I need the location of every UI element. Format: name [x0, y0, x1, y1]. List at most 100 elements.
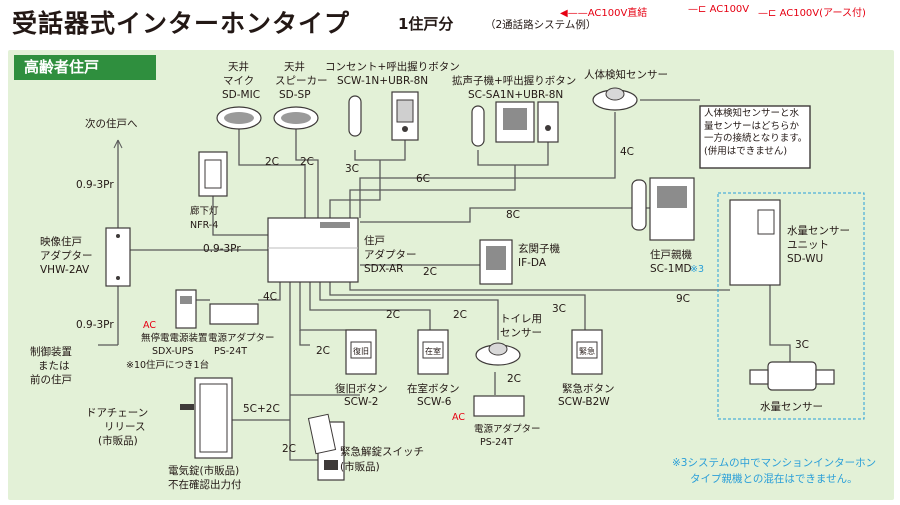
adapter-label-2: アダプター [364, 248, 417, 261]
video-label-1: 映像住戸 [40, 235, 82, 248]
legend-ac-direct: ◀——AC100V直結 [560, 8, 648, 19]
home-name: 在室ボタン [407, 382, 460, 395]
toilet-label-1: トイレ用 [500, 313, 542, 325]
wire-label: 2C [453, 309, 467, 321]
emergency-button-device [571, 329, 603, 375]
extension-device [471, 101, 559, 147]
legend-ac: —⊏ AC100V [688, 4, 750, 15]
home-model: SCW-6 [417, 396, 452, 408]
prev-unit-2: または [38, 360, 70, 372]
wire-label: 2C [300, 156, 314, 168]
wire-label: 0.9-3Pr [76, 179, 114, 191]
ceiling-speaker [273, 106, 319, 130]
unlock-label-2: (市販品) [340, 460, 380, 473]
wire-label: 4C [620, 146, 634, 158]
sp-label-2: スピーカー [275, 75, 328, 87]
ups-model: SDX-UPS [152, 346, 194, 357]
power1-name: 電源アダプター [208, 332, 275, 344]
wire-label: 5C+2C [243, 403, 280, 415]
sp-label-1: 天井 [284, 60, 305, 73]
home-button-device [417, 329, 449, 375]
reset-face: 復旧 [353, 346, 369, 356]
reset-button-device [345, 329, 377, 375]
water-sensor-name: 水量センサー [760, 401, 823, 413]
sensor-note-text: 人体検知センサーと水量センサーはどちらか一方の接続となります。(併用はできません… [704, 108, 808, 157]
wire-label: 3C [552, 303, 566, 315]
lock-label-1: 電気錠(市販品) [168, 464, 239, 477]
door-lock [180, 377, 233, 459]
wire-label: 6C [416, 173, 430, 185]
power-adapter-1 [209, 303, 259, 325]
reset-model: SCW-2 [344, 396, 378, 408]
wire-label: 2C [423, 266, 437, 278]
page-subnote: （2通話路システム例） [485, 19, 597, 31]
ceiling-mic [216, 106, 262, 130]
wiring-lines [98, 99, 791, 461]
wire-label: 0.9-3Pr [203, 243, 241, 255]
sensor-name: 人体検知センサー [584, 68, 668, 81]
power1-model: PS-24T [214, 346, 247, 357]
water-sensor [749, 361, 835, 391]
lock-label-2: 不在確認出力付 [168, 478, 242, 491]
unlock-switch [307, 413, 345, 481]
outlet-device [348, 91, 419, 141]
unlock-label-1: 緊急解錠スイッチ [340, 445, 424, 458]
ups-note: ※10住戸につき1台 [126, 359, 209, 371]
power2-name: 電源アダプター [474, 423, 541, 435]
emergency-face: 緊急 [579, 346, 595, 356]
sensor-note-box [699, 105, 811, 169]
section-label: 高齢者住戸 [14, 55, 156, 80]
master-name: 住戸親機 [650, 248, 692, 261]
entrance-model: IF-DA [518, 257, 547, 269]
water-unit-label-2: ユニット [787, 239, 829, 251]
master-unit [631, 177, 695, 241]
wire-label: 0.9-3Pr [76, 319, 114, 331]
video-label-2: アダプター [40, 249, 93, 262]
adapter-model: SDX-AR [364, 263, 403, 275]
wire-labels: 0.9-3Pr 0.9-3Pr 0.9-3Pr 2C 2C 3C 6C 4C 8… [76, 146, 809, 455]
wire-label: 4C [263, 291, 277, 303]
chain-label-3: (市販品) [98, 434, 138, 447]
human-sensor [592, 87, 638, 111]
water-unit-label-1: 水量センサー [787, 225, 850, 237]
ac-tag-ups: AC [143, 320, 156, 331]
sp-model: SD-SP [279, 89, 311, 101]
footnote-line-1: ※3システムの中でマンションインターホン [672, 456, 876, 469]
legend-ac-ground: —⊏ AC100V(アース付) [758, 8, 866, 19]
page-subtitle: 1住戸分 [398, 15, 454, 33]
mic-label-1: 天井 [228, 60, 249, 73]
wire-label: 9C [676, 293, 690, 305]
reset-name: 復旧ボタン [335, 382, 388, 395]
wire-label: 2C [386, 309, 400, 321]
ac-tag-2: AC [452, 412, 465, 423]
extension-name: 拡声子機+呼出握りボタン [452, 74, 576, 87]
ups-device [175, 289, 197, 329]
water-unit [729, 199, 781, 286]
master-model: SC-1MD [650, 263, 692, 275]
next-unit-label: 次の住戸へ [85, 117, 138, 130]
power-adapter-2 [473, 395, 525, 417]
footnote-line-2: タイプ親機との混在はできません。 [690, 472, 858, 485]
outlet-model: SCW-1N+UBR-8N [337, 75, 428, 87]
emergency-name: 緊急ボタン [562, 382, 615, 395]
dwelling-adapter [267, 217, 359, 283]
outlet-name: コンセント+呼出握りボタン [325, 60, 460, 73]
wire-label: 2C [316, 345, 330, 357]
extension-model: SC-SA1N+UBR-8N [468, 89, 563, 101]
chain-label-1: ドアチェーン [86, 407, 148, 419]
entrance-unit [479, 239, 513, 285]
mic-model: SD-MIC [222, 89, 260, 101]
wire-label: 3C [795, 339, 809, 351]
video-model: VHW-2AV [40, 264, 90, 276]
mic-label-2: マイク [223, 75, 254, 87]
corridor-label: 廊下灯 [190, 205, 219, 217]
adapter-label-1: 住戸 [364, 234, 385, 247]
ups-name: 無停電電源装置 [141, 332, 208, 344]
wire-label: 3C [345, 163, 359, 175]
prev-unit-3: 前の住戸 [30, 373, 72, 386]
emergency-model: SCW-B2W [558, 396, 610, 408]
home-face: 在室 [425, 346, 441, 356]
toilet-sensor [475, 342, 521, 366]
wire-label: 2C [507, 373, 521, 385]
wire-label: 2C [265, 156, 279, 168]
